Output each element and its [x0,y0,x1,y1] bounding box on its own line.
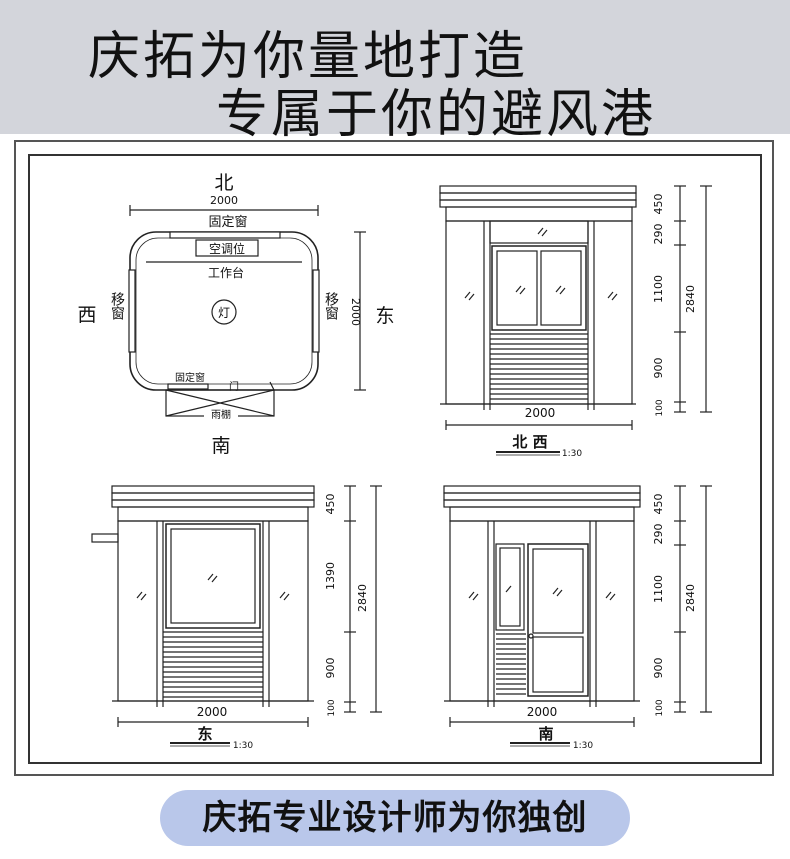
south-dim-4: 900 [652,658,665,679]
plan-left-window [128,269,136,353]
east-window [165,523,261,629]
plan-north-label: 北 [214,172,233,194]
elevation-south: 2000 南 1:30 450 290 1100 900 100 2840 [443,485,712,751]
nw-width-dim: 2000 [525,406,556,420]
nw-scale: 1:30 [562,449,582,459]
east-louvers [163,631,263,698]
lamp-icon [211,299,237,325]
south-side-window [495,543,525,631]
south-dim-5: 100 [655,699,665,716]
east-total: 2840 [356,584,369,612]
plan-south-label: 南 [211,435,230,457]
south-title: 南 [538,725,553,743]
south-body [449,520,635,702]
east-dim-2: 1390 [324,562,337,590]
plan-right-window [312,269,320,353]
east-roof [117,506,309,522]
door-handle-icon [528,633,534,639]
nw-title: 北 西 [512,433,547,451]
south-width-dim: 2000 [527,705,558,719]
nw-total: 2840 [684,285,697,313]
header-line-1: 庆拓为你量地打造 [88,27,529,87]
south-door [527,543,589,697]
nw-dim-4: 900 [652,358,665,379]
east-body [117,520,309,702]
nw-dim-3: 1100 [652,275,665,303]
east-ac-box [91,533,119,543]
nw-dim-2: 290 [652,224,665,245]
footer-pill [160,790,630,846]
plan-width-dim: 2000 [210,194,238,207]
plan-lamp-label: 灯 [218,306,230,320]
nw-body [445,220,633,405]
plan-left-sliding-window: 移窗 [109,292,125,320]
east-dim-1: 450 [324,494,337,515]
plan-workbench-label: 工作台 [208,265,244,280]
plan-top-window [169,231,281,239]
east-title: 东 [197,725,212,743]
plan-ac-label: 空调位 [209,241,245,256]
nw-roof [445,206,633,222]
plan-ac-box [195,239,259,257]
footer-slogan-text: 专业设计师为你独创 [272,798,588,838]
plan-right-sliding-window: 移窗 [323,292,339,320]
south-total: 2840 [684,584,697,612]
header-line-2: 专属于你的避风港 [216,85,657,145]
drawing-frame-inner [28,154,762,764]
south-dim-1: 450 [652,494,665,515]
nw-window [491,245,587,331]
plan-door-label: 门 [229,380,239,393]
plan-fixed-window-top: 固定窗 [208,214,247,230]
floor-plan: 北 2000 固定窗 空调位 工作台 灯 西 移窗 移窗 东 2000 固定窗 [77,172,394,457]
south-dim-3: 1100 [652,575,665,603]
elevation-northwest: 2000 北 西 1:30 450 290 1100 900 100 2840 [439,185,712,459]
plan-depth-dim: 2000 [349,298,362,326]
nw-louvers [490,333,588,400]
nw-dim-5: 100 [655,399,665,416]
plan-east-label: 东 [375,305,394,327]
footer-slogan: 庆拓专业设计师为你独创 [160,790,630,846]
south-louvers [496,633,526,695]
plan-west-label: 西 [77,304,96,326]
plan-fixed-window-bottom: 固定窗 [175,371,205,384]
south-dim-2: 290 [652,524,665,545]
east-dim-3: 900 [324,658,337,679]
elevation-east: 2000 东 1:30 450 1390 900 100 2840 [91,485,382,751]
footer-brand: 庆拓 [202,798,273,838]
south-roof [449,506,635,522]
east-dim-4: 100 [327,699,337,716]
east-width-dim: 2000 [197,705,228,719]
header-banner: 庆拓为你量地打造 专属于你的避风港 [0,0,790,145]
south-scale: 1:30 [573,741,593,751]
east-scale: 1:30 [233,741,253,751]
nw-dim-1: 450 [652,194,665,215]
drawing-frame-outer [14,140,774,776]
plan-canopy-label: 雨棚 [211,408,231,421]
